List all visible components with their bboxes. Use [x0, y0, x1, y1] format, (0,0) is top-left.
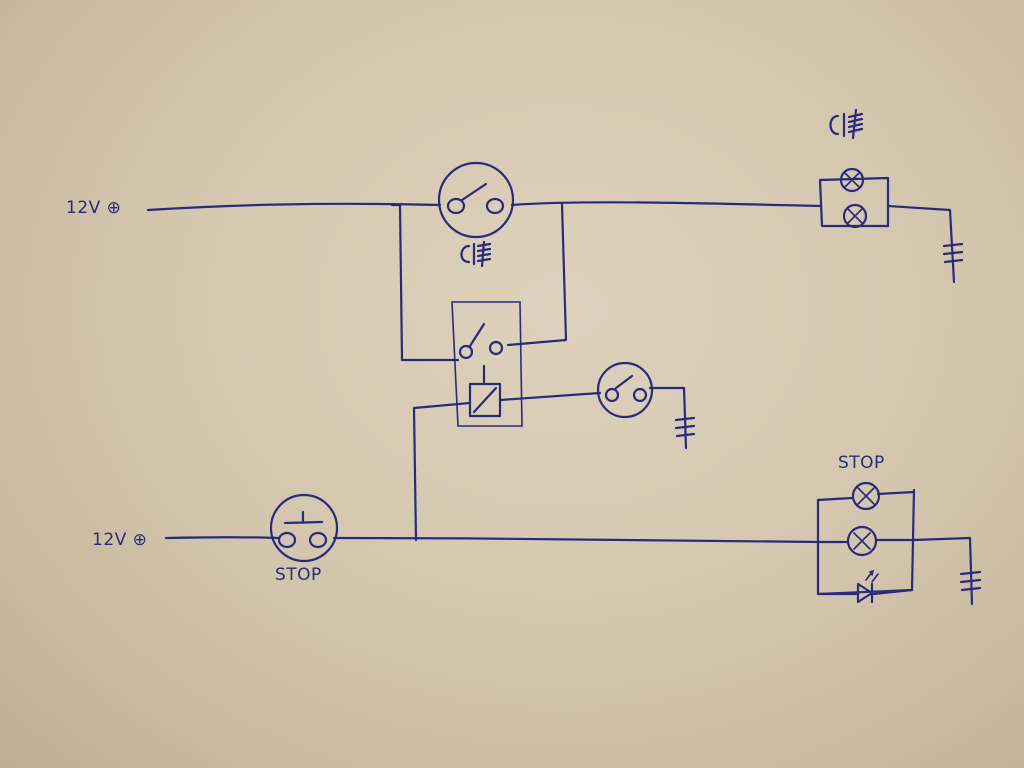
stop-lamp-ground-wire [912, 536, 974, 606]
relay-contact-left [458, 344, 474, 360]
relay-housing [451, 301, 523, 427]
switch-lever [460, 182, 488, 202]
relay [451, 301, 523, 427]
secondary-lever [614, 374, 634, 390]
switch-contact-left [446, 197, 466, 215]
bypass-wire-left [390, 203, 460, 362]
top-lamps [818, 167, 890, 229]
top-lamp-label-icon [829, 108, 864, 140]
stop-lamps [816, 481, 916, 604]
coil-to-door-switch-wire [498, 391, 602, 402]
supply-label-top: 12V ⊕ [66, 198, 121, 218]
relay-contact-lever [468, 322, 486, 348]
secondary-contact-left [604, 387, 620, 403]
brake-switch-label: STOP [275, 565, 322, 585]
light-switch-body [437, 161, 515, 239]
relay-coil-diagonal [472, 386, 498, 414]
top-lamp-ground-wire [886, 204, 956, 284]
coil-feed-wire [412, 401, 472, 542]
bottom-output-wire [332, 536, 822, 544]
brake-switch-body [269, 493, 339, 563]
top-lamp-1 [839, 167, 865, 193]
top-output-wire [510, 201, 822, 208]
brake-switch [269, 493, 339, 563]
top-lamp-2 [842, 203, 868, 229]
ground-icon [942, 242, 964, 264]
ground-icon [674, 416, 696, 438]
secondary-ground-wire [648, 386, 688, 450]
supply-label-bottom: 12V ⊕ [92, 530, 147, 550]
secondary-switch [596, 361, 654, 419]
top-lamp-frame [818, 176, 890, 228]
secondary-contact-right [632, 387, 648, 403]
light-switch [437, 161, 515, 239]
secondary-switch-body [596, 361, 654, 419]
switch-contact-right [485, 197, 505, 215]
ground-icon [959, 570, 982, 592]
stop-lamp-1 [851, 481, 881, 511]
brake-contact-left [277, 531, 297, 549]
bypass-wire-right [506, 202, 568, 347]
light-symbol-icon [460, 240, 492, 268]
led-icon [816, 569, 914, 604]
relay-contact-right [488, 340, 504, 356]
stop-lamps-label: STOP [838, 453, 885, 473]
brake-contact-right [308, 531, 328, 549]
bottom-supply-wire [164, 536, 280, 540]
stop-lamp-2 [846, 525, 878, 557]
